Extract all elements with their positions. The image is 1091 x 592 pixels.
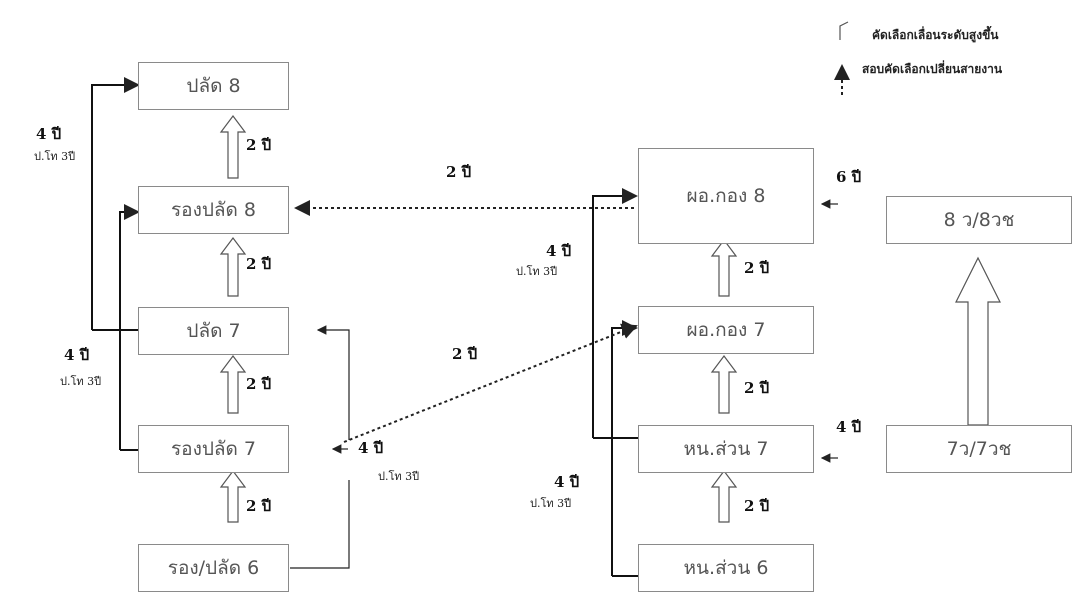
label-4-years: 4 ปี [546, 242, 572, 260]
label-2-years: 2 ปี [446, 163, 472, 181]
label-master-degree: ป.โท 3ปี [60, 375, 102, 388]
box-rongpalad-7: รองปลัด 7 [138, 425, 289, 473]
label-4-years: 4 ปี [554, 473, 580, 491]
hollow-up-arrow [710, 470, 738, 523]
label-master-degree: ป.โท 3ปี [530, 497, 572, 510]
box-porgong-8: ผอ.กอง 8 [638, 148, 814, 244]
box-hnsuan-6: หน.ส่วน 6 [638, 544, 814, 592]
label-2-years: 2 ปี [744, 379, 770, 397]
label-2-years: 2 ปี [246, 255, 272, 273]
promotion-line [592, 188, 638, 438]
hollow-up-arrow [219, 237, 247, 297]
label-2-years: 2 ปี [452, 345, 478, 363]
hollow-up-arrow [219, 355, 247, 414]
label-4-years: 4 ปี [836, 418, 862, 436]
label-4-years: 4 ปี [358, 439, 384, 457]
label-6-years: 6 ปี [836, 168, 862, 186]
promotion-line [611, 320, 638, 576]
promotion-line [91, 77, 140, 330]
box-7v-7vch: 7ว/7วช [886, 425, 1072, 473]
label-4-years: 4 ปี [64, 346, 90, 364]
box-hnsuan-7: หน.ส่วน 7 [638, 425, 814, 473]
label-2-years: 2 ปี [246, 497, 272, 515]
label-2-years: 2 ปี [744, 497, 770, 515]
promotion-line [119, 204, 140, 450]
promotion-line [290, 480, 350, 569]
hollow-up-arrow [710, 355, 738, 414]
legend-transfer: สอบคัดเลือกเปลี่ยนสายงาน [862, 62, 1003, 76]
label-2-years: 2 ปี [744, 259, 770, 277]
big-hollow-up-arrow [955, 256, 1001, 426]
transfer-arrow [343, 323, 638, 443]
label-master-degree: ป.โท 3ปี [516, 265, 558, 278]
box-rongpalad-6: รอง/ปลัด 6 [138, 544, 289, 592]
label-master-degree: ป.โท 3ปี [34, 150, 76, 163]
hollow-up-arrow [219, 470, 247, 523]
box-palad-7: ปลัด 7 [138, 307, 289, 355]
label-master-degree: ป.โท 3ปี [378, 470, 420, 483]
promotion-line [316, 325, 350, 440]
box-porgong-7: ผอ.กอง 7 [638, 306, 814, 354]
box-palad-8: ปลัด 8 [138, 62, 289, 110]
legend-promotion: คัดเลือกเลื่อนระดับสูงขึ้น [872, 28, 999, 42]
box-rongpalad-8: รองปลัด 8 [138, 186, 289, 234]
label-2-years: 2 ปี [246, 136, 272, 154]
hollow-up-arrow [219, 115, 247, 179]
legend-promotion-icon [839, 21, 849, 40]
label-2-years: 2 ปี [246, 375, 272, 393]
label-4-years: 4 ปี [36, 125, 62, 143]
hollow-up-arrow [710, 239, 738, 297]
box-8v-8vch: 8 ว/8วช [886, 196, 1072, 244]
